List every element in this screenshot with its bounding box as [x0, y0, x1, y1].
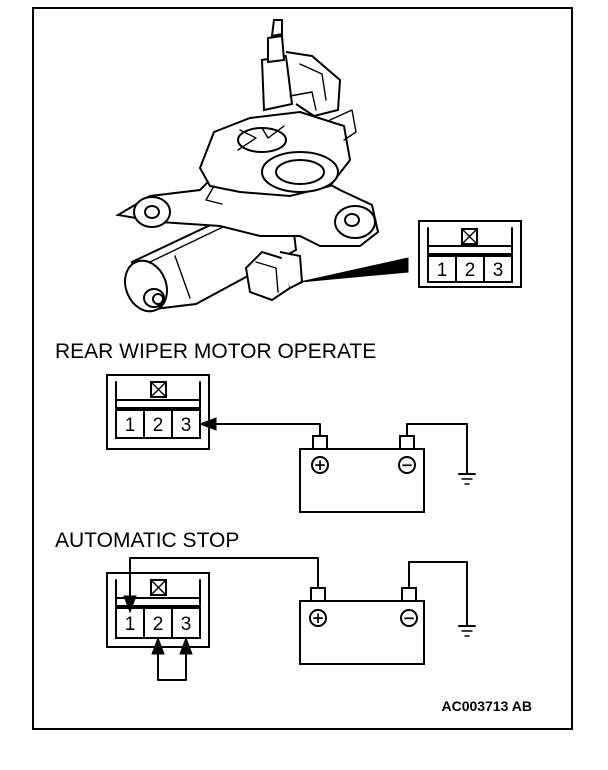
auto-stop-title: AUTOMATIC STOP	[55, 529, 239, 552]
arrow-icon	[179, 636, 193, 655]
auto-stop-battery: + −	[299, 587, 425, 665]
operate-title: REAR WIPER MOTOR OPERATE	[55, 340, 376, 363]
ground-icon	[458, 461, 476, 485]
auto-stop-wiring	[123, 557, 468, 681]
operate-connector: 1 2 3	[106, 374, 210, 450]
figure-code: AC003713 AB	[441, 698, 532, 714]
pin-3-label: 3	[493, 260, 504, 281]
pin-1-label: 1	[437, 260, 448, 281]
arrow-icon	[151, 636, 165, 655]
auto-stop-connector: 1 2 3	[106, 572, 210, 648]
arrow-icon	[123, 595, 137, 614]
pin-3-label: 3	[181, 614, 192, 635]
pin-2-label: 2	[153, 415, 164, 436]
pin-3-label: 3	[181, 415, 192, 436]
pin-1-label: 1	[125, 415, 136, 436]
operate-battery: + −	[299, 435, 425, 513]
wiper-motor-illustration	[115, 19, 409, 313]
pin-2-label: 2	[153, 614, 164, 635]
negative-terminal-symbol: −	[403, 609, 416, 627]
positive-terminal-symbol: +	[314, 456, 327, 474]
negative-terminal-symbol: −	[401, 456, 414, 474]
figure-frame	[32, 7, 573, 730]
pin-2-label: 2	[465, 260, 476, 281]
arrow-icon	[198, 417, 217, 431]
pin-1-label: 1	[125, 614, 136, 635]
positive-terminal-symbol: +	[312, 609, 325, 627]
operate-wiring	[198, 417, 468, 463]
connector-top: 1 2 3	[418, 220, 522, 288]
ground-icon	[458, 614, 476, 637]
